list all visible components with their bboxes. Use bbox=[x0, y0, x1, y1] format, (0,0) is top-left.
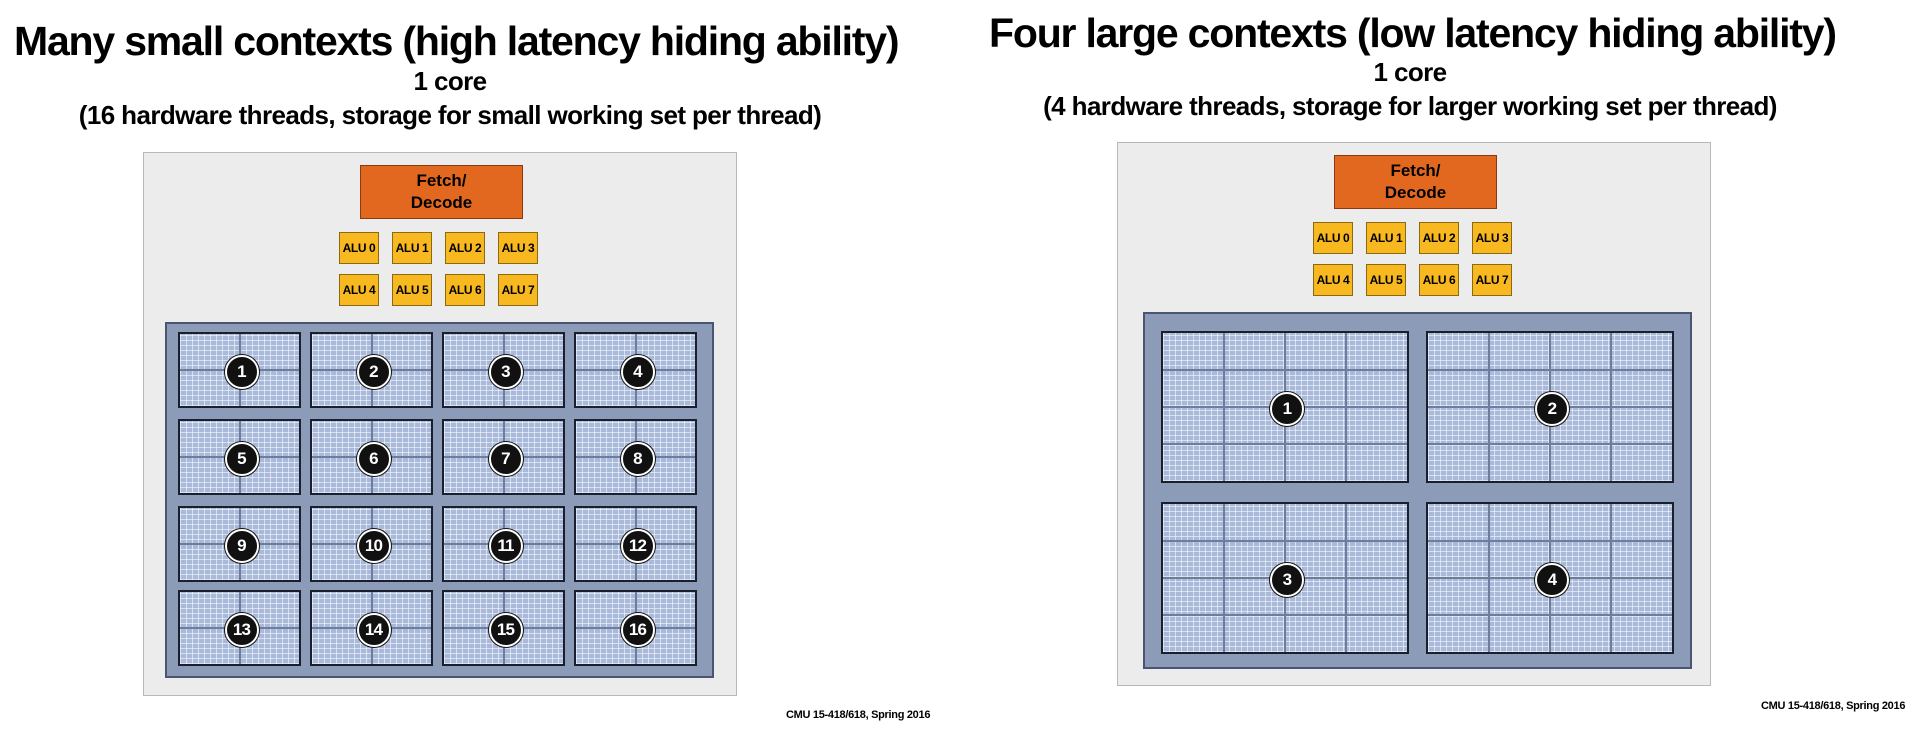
thread-number-badge: 1 bbox=[1270, 392, 1304, 426]
core-caption-right: 1 core (4 hardware threads, storage for … bbox=[1020, 55, 1800, 123]
core-label-right: 1 core bbox=[1373, 57, 1447, 87]
alu-2-left: ALU 2 bbox=[445, 232, 485, 264]
fetch-label-line1-left: Fetch/ bbox=[416, 171, 467, 190]
execution-context-4: 4 bbox=[1426, 502, 1674, 654]
execution-context-14: 14 bbox=[310, 590, 433, 666]
execution-context-5: 5 bbox=[178, 419, 301, 495]
fetch-decode-unit-right: Fetch/ Decode bbox=[1334, 155, 1497, 209]
title-right: Four large contexts (low latency hiding … bbox=[989, 10, 1837, 56]
alu-0-right: ALU 0 bbox=[1313, 222, 1353, 254]
thread-number-badge: 5 bbox=[224, 442, 259, 476]
execution-context-12: 12 bbox=[574, 506, 697, 582]
thread-number-badge: 4 bbox=[620, 355, 655, 389]
thread-number-badge: 8 bbox=[620, 442, 655, 476]
execution-context-region-right: 1 2 3 4 bbox=[1143, 312, 1692, 669]
alu-3-left: ALU 3 bbox=[498, 232, 538, 264]
thread-number-badge: 11 bbox=[488, 529, 523, 563]
alu-7-right: ALU 7 bbox=[1472, 264, 1512, 296]
execution-context-2: 2 bbox=[310, 332, 433, 408]
thread-number-badge: 12 bbox=[620, 529, 655, 563]
execution-context-4: 4 bbox=[574, 332, 697, 408]
thread-number-badge: 4 bbox=[1535, 563, 1569, 597]
thread-number-badge: 15 bbox=[488, 613, 523, 647]
execution-context-16: 16 bbox=[574, 590, 697, 666]
execution-context-3: 3 bbox=[442, 332, 565, 408]
footer-right: CMU 15-418/618, Spring 2016 bbox=[1761, 700, 1906, 712]
thread-number-badge: 1 bbox=[224, 355, 259, 389]
fetch-decode-unit-left: Fetch/ Decode bbox=[360, 165, 523, 219]
core-caption-left: 1 core (16 hardware threads, storage for… bbox=[60, 64, 840, 132]
fetch-label-line2-left: Decode bbox=[410, 193, 473, 212]
core-description-left: (16 hardware threads, storage for small … bbox=[78, 100, 822, 130]
alu-6-left: ALU 6 bbox=[445, 274, 485, 306]
execution-context-8: 8 bbox=[574, 419, 697, 495]
fetch-label-line2-right: Decode bbox=[1384, 183, 1447, 202]
alu-4-left: ALU 4 bbox=[339, 274, 379, 306]
alu-5-right: ALU 5 bbox=[1366, 264, 1406, 296]
alu-2-right: ALU 2 bbox=[1419, 222, 1459, 254]
alu-1-left: ALU 1 bbox=[392, 232, 432, 264]
panel-many-small-contexts: Many small contexts (high latency hiding… bbox=[0, 0, 960, 730]
fetch-label-line1-right: Fetch/ bbox=[1390, 161, 1441, 180]
thread-number-badge: 9 bbox=[224, 529, 259, 563]
execution-context-2: 2 bbox=[1426, 331, 1674, 483]
alu-0-left: ALU 0 bbox=[339, 232, 379, 264]
alu-6-right: ALU 6 bbox=[1419, 264, 1459, 296]
thread-number-badge: 3 bbox=[488, 355, 523, 389]
execution-context-1: 1 bbox=[178, 332, 301, 408]
execution-context-9: 9 bbox=[178, 506, 301, 582]
execution-context-7: 7 bbox=[442, 419, 565, 495]
thread-number-badge: 3 bbox=[1270, 563, 1304, 597]
thread-number-badge: 13 bbox=[224, 613, 259, 647]
thread-number-badge: 7 bbox=[488, 442, 523, 476]
panel-four-large-contexts: Four large contexts (low latency hiding … bbox=[975, 0, 1921, 730]
alu-7-left: ALU 7 bbox=[498, 274, 538, 306]
footer-left: CMU 15-418/618, Spring 2016 bbox=[786, 709, 931, 721]
execution-context-10: 10 bbox=[310, 506, 433, 582]
core-description-right: (4 hardware threads, storage for larger … bbox=[1043, 91, 1777, 121]
thread-number-badge: 2 bbox=[356, 355, 391, 389]
alu-3-right: ALU 3 bbox=[1472, 222, 1512, 254]
execution-context-1: 1 bbox=[1161, 331, 1409, 483]
thread-number-badge: 16 bbox=[620, 613, 655, 647]
core-box-right: Fetch/ Decode 1 2 3 4 ALU 0 ALU 1 ALU 2 ALU 3 A… bbox=[1117, 142, 1711, 686]
thread-number-badge: 6 bbox=[356, 442, 391, 476]
execution-context-13: 13 bbox=[178, 590, 301, 666]
execution-context-6: 6 bbox=[310, 419, 433, 495]
thread-number-badge: 2 bbox=[1535, 392, 1569, 426]
core-label-left: 1 core bbox=[413, 66, 487, 96]
thread-number-badge: 10 bbox=[356, 529, 391, 563]
alu-1-right: ALU 1 bbox=[1366, 222, 1406, 254]
alu-5-left: ALU 5 bbox=[392, 274, 432, 306]
alu-4-right: ALU 4 bbox=[1313, 264, 1353, 296]
title-left: Many small contexts (high latency hiding… bbox=[14, 18, 900, 64]
execution-context-3: 3 bbox=[1161, 502, 1409, 654]
thread-number-badge: 14 bbox=[356, 613, 391, 647]
execution-context-11: 11 bbox=[442, 506, 565, 582]
execution-context-15: 15 bbox=[442, 590, 565, 666]
